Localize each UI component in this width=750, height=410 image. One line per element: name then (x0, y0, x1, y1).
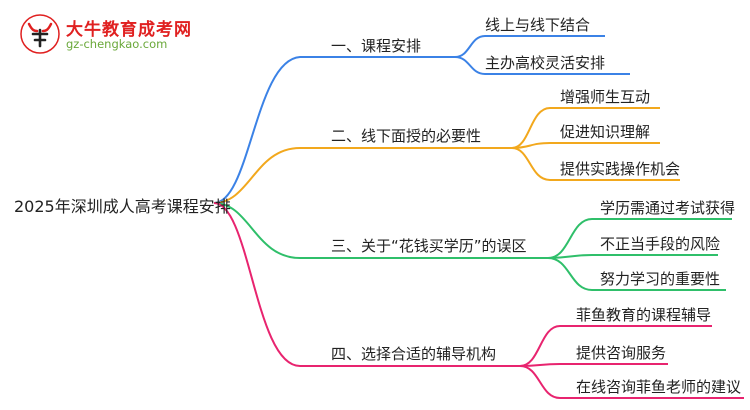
connector-branch-1-leaf-1 (454, 35, 605, 58)
branch-3-label: 三、关于“花钱买学历”的误区 (331, 237, 527, 255)
branch-2-leaf-3: 提供实践操作机会 (560, 160, 681, 178)
connector-branch-1-leaf-2 (454, 56, 630, 75)
connector-branch-3-leaf-1 (547, 218, 732, 259)
connector-root-branch-4 (213, 202, 520, 367)
branch-1-leaf-1: 线上与线下结合 (485, 16, 591, 34)
root-node: 2025年深圳成人高考课程安排 (14, 197, 231, 216)
connector-branch-4-leaf-2 (519, 363, 668, 367)
connector-root-branch-3 (213, 202, 548, 259)
branch-3-leaf-2: 不正当手段的风险 (600, 235, 721, 253)
connector-root-branch-2 (213, 147, 512, 204)
connector-root-branch-1 (213, 56, 455, 204)
branch-1-leaf-2: 主办高校灵活安排 (485, 54, 606, 72)
site-logo[interactable]: 大牛教育成考网 gz-chengkao.com (20, 14, 260, 56)
branch-2-leaf-1: 增强师生互动 (560, 88, 651, 106)
branch-1-label: 一、课程安排 (331, 37, 422, 55)
branch-2-label: 二、线下面授的必要性 (331, 127, 482, 145)
connector-branch-2-leaf-1 (511, 107, 660, 149)
branch-2-leaf-2: 促进知识理解 (560, 123, 651, 141)
connector-branch-3-leaf-3 (547, 257, 726, 291)
branch-3-leaf-3: 努力学习的重要性 (600, 270, 721, 288)
connector-branch-4-leaf-1 (519, 325, 712, 367)
connector-branch-2-leaf-3 (511, 147, 680, 181)
branch-3-leaf-1: 学历需通过考试获得 (600, 199, 736, 217)
branch-4-label: 四、选择合适的辅导机构 (331, 345, 497, 363)
connector-branch-3-leaf-2 (547, 254, 718, 259)
branch-4-leaf-3: 在线咨询菲鱼老师的建议 (576, 378, 742, 396)
branch-4-leaf-1: 菲鱼教育的课程辅导 (576, 306, 712, 324)
branch-4-leaf-2: 提供咨询服务 (576, 344, 667, 362)
connector-branch-2-leaf-2 (511, 142, 660, 149)
logo-title: 大牛教育成考网 (66, 20, 192, 40)
bull-head-logo-icon (20, 14, 60, 54)
logo-url: gz-chengkao.com (66, 37, 168, 51)
connector-branch-4-leaf-3 (519, 365, 744, 399)
